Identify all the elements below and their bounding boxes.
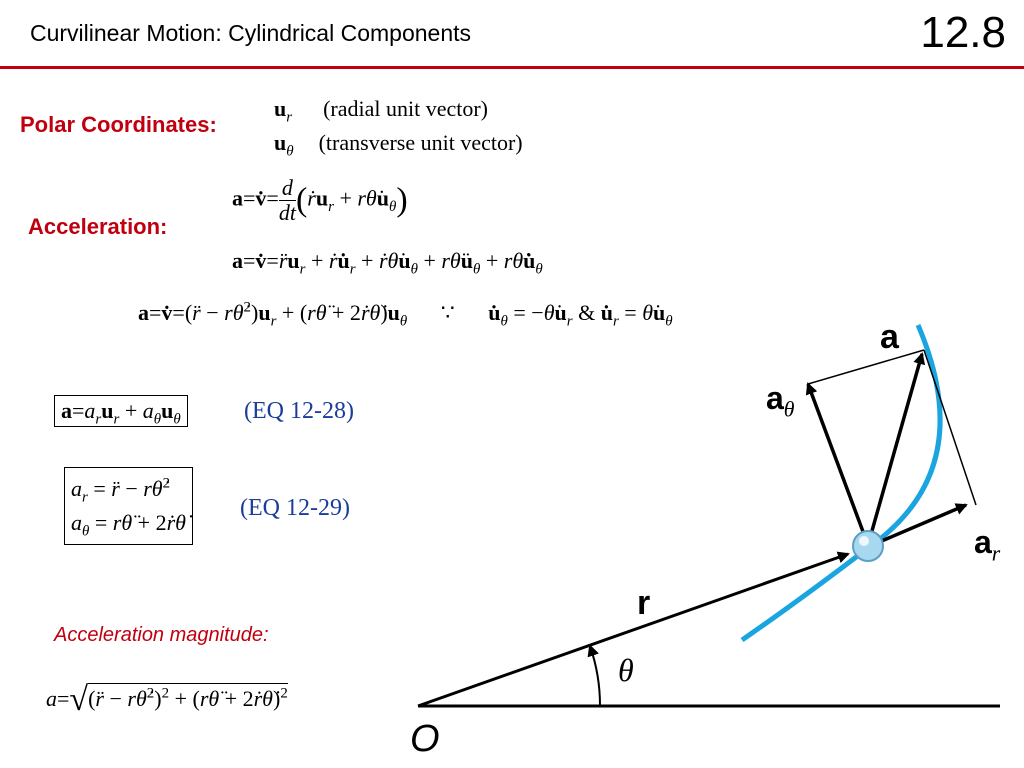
label-a: a <box>880 318 899 356</box>
label-a-r: ar <box>974 524 1000 564</box>
equation-combined: a=v̇=(r̈ − rθ̇2)ur + (rθ̈ + 2ṙθ̇)uθ ∵ u̇… <box>138 299 673 330</box>
acceleration-label: Acceleration: <box>28 214 168 239</box>
label-a-theta: aθ <box>766 380 794 420</box>
unit-vector-theta-line: uθ (transverse unit vector) <box>274 130 523 160</box>
acceleration-vector <box>866 352 926 546</box>
label-r: r <box>637 584 651 622</box>
equation-12-29-box: ar = r̈ − rθ̇2 aθ = rθ̈ + 2ṙθ̇ <box>64 467 193 546</box>
label-a-theta-base: a <box>766 380 784 416</box>
label-a-r-base: a <box>974 524 992 560</box>
unit-vector-theta-description: (transverse unit vector) <box>318 130 523 155</box>
section-number: 12.8 <box>920 8 1006 57</box>
header-divider <box>0 66 1024 69</box>
acceleration-magnitude-label: Acceleration magnitude: <box>54 624 269 646</box>
unit-vector-r-description: (radial unit vector) <box>323 96 489 121</box>
angle-theta-arc <box>587 644 602 707</box>
equation-12-28-reference: (EQ 12-28) <box>244 398 354 424</box>
equation-expanded: a=v̇=r̈ur + ṙu̇r + ṙθ̇uθ + rθ̈uθ + rθ̇u̇… <box>232 248 543 278</box>
particle <box>852 530 884 562</box>
transverse-acceleration-vector <box>805 382 870 546</box>
equation-12-29-reference: (EQ 12-29) <box>240 495 350 521</box>
equation-magnitude: a=√(r̈ − rθ̇2)2 + (rθ̈ + 2ṙθ̇)2 <box>46 681 288 718</box>
particle-highlight <box>859 536 869 546</box>
particle-path-curve <box>740 324 943 643</box>
polar-coordinates-label: Polar Coordinates: <box>20 112 217 137</box>
parallelogram-guide-top <box>807 349 925 385</box>
label-a-r-subscript: r <box>991 541 1001 566</box>
position-vector-r <box>417 551 850 708</box>
equation-12-28-box: a=arur + aθuθ <box>54 395 188 427</box>
label-a-theta-subscript: θ <box>783 397 795 422</box>
page-title: Curvilinear Motion: Cylindrical Componen… <box>30 20 472 46</box>
label-theta: θ <box>618 652 634 688</box>
unit-vector-r-line: ur (radial unit vector) <box>274 96 489 126</box>
label-origin: O <box>410 718 440 760</box>
radial-acceleration-vector <box>869 503 968 548</box>
parallelogram-guide-right <box>923 349 977 506</box>
acceleration-vector-diagram <box>417 324 1000 708</box>
